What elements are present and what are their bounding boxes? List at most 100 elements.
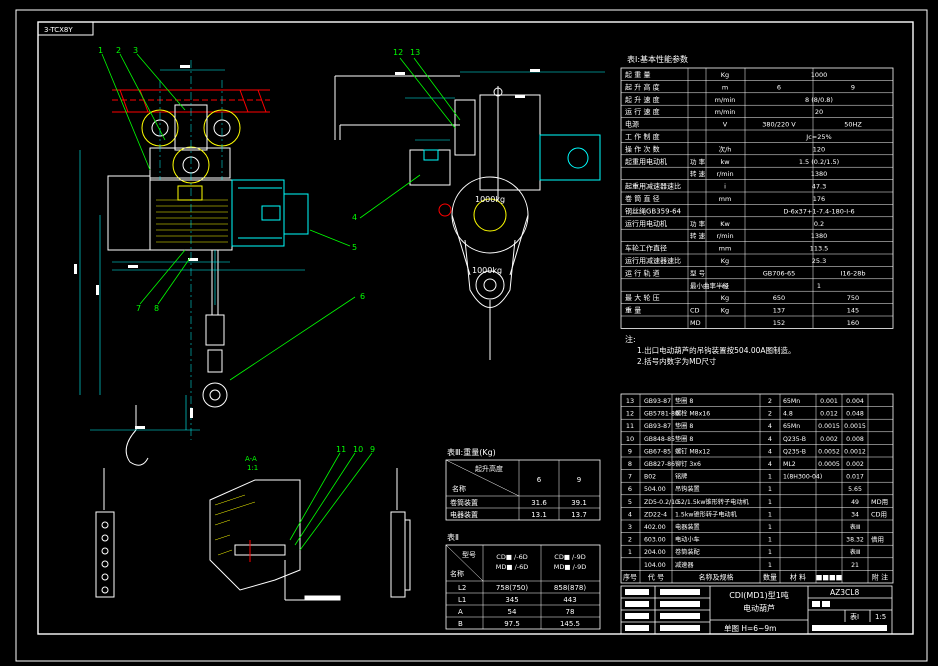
perf-row-value-2: Ⅰ16-28b: [841, 269, 866, 277]
callout-4: 4: [352, 213, 357, 222]
part-total-weight: 0.008: [846, 436, 864, 443]
perf-row-value: 47.3: [812, 183, 826, 191]
title-line-1: CDⅠ(MD1)型1吨: [729, 590, 789, 600]
dim-row-value: 443: [563, 596, 576, 604]
part-name: 螺栓 M8x16: [675, 410, 710, 418]
part-code: 402.00: [644, 524, 666, 531]
part-total-weight: 0.0012: [844, 448, 866, 455]
part-qty: 1: [768, 510, 772, 518]
dim-row-name: B: [458, 620, 463, 628]
part-unit-weight: 0.0005: [818, 461, 840, 468]
weight-row-value: 31.6: [531, 499, 547, 507]
perf-row-value: 176: [813, 195, 825, 203]
part-code: ZD22-4: [644, 511, 667, 518]
part-code: GB827-86: [644, 461, 675, 468]
part-name: 铆钉 3x6: [675, 460, 701, 468]
perf-row-name: 运 行 速 度: [625, 107, 660, 116]
parts-header-cell: ■■■■: [816, 573, 842, 581]
perf-row-value: 6: [777, 83, 781, 91]
parts-header-cell: 数量: [763, 572, 777, 581]
part-name: 垫圈 8: [675, 435, 693, 443]
part-unit-weight: 0.002: [820, 436, 838, 443]
perf-row-value-2: 750: [847, 294, 859, 302]
part-name: 卷筒装配: [675, 548, 700, 556]
part-name: 1.5kw锥形转子电动机: [675, 510, 738, 518]
parts-header-cell: 名称及规格: [699, 572, 734, 581]
part-qty: 1: [768, 498, 772, 506]
perf-row-unit: m: [722, 282, 728, 290]
weight-col-head: 9: [577, 476, 581, 484]
perf-row-value: 120: [813, 145, 825, 153]
title-line-2: 电动葫芦: [743, 603, 775, 613]
dim-table-title: 表Ⅱ: [447, 532, 459, 542]
perf-row-value: 1380: [811, 170, 828, 178]
part-name: 垫圈 8: [675, 397, 693, 405]
callout-12: 12: [393, 48, 403, 57]
dim-row-name: L1: [458, 596, 466, 604]
perf-row-sub: MD: [690, 319, 701, 327]
perf-row-unit: m: [722, 83, 728, 91]
perf-row-name: 起 升 高 度: [625, 82, 660, 91]
part-name: 0.2/1.5kw锥形转子电动机: [675, 498, 750, 506]
part-no: 6: [628, 485, 632, 493]
pendant-side: [390, 468, 411, 598]
dim-header-left: 名称: [450, 569, 464, 578]
perf-row-unit: mm: [719, 245, 732, 253]
callout-7: 7: [136, 304, 141, 313]
part-qty: 4: [768, 447, 772, 455]
perf-row-value: 380/220 V: [762, 121, 796, 129]
section-scale: 1:1: [247, 464, 258, 472]
perf-row-unit: r/min: [716, 170, 733, 178]
title-line-3: 单图 H=6~9m: [724, 623, 776, 633]
part-material: 1(8H300-04): [783, 474, 822, 481]
part-side-note: CD用: [871, 510, 887, 518]
perf-row-unit: mm: [719, 195, 732, 203]
part-name: 垫圈 8: [675, 422, 693, 430]
part-no: 1: [628, 548, 632, 556]
part-total-weight: 49: [851, 499, 859, 506]
callout-5: 5: [352, 243, 357, 252]
perf-row-unit: Kg: [721, 71, 729, 79]
part-code: 204.00: [644, 549, 666, 556]
parts-header-cell: 序号: [623, 572, 637, 581]
section-a-a: [209, 479, 341, 601]
part-code: GB67-85: [644, 448, 671, 455]
weight-row-value: 13.7: [571, 511, 587, 519]
corner-code: 3-TCX8Y: [44, 26, 73, 34]
part-total-weight: 0.004: [846, 398, 864, 405]
part-qty: 1: [768, 561, 772, 569]
part-material: 65Mn: [783, 398, 800, 405]
weight-row-name: 电器装置: [450, 510, 478, 519]
perf-row-value-2: 160: [847, 319, 859, 327]
callout-2: 2: [116, 46, 121, 55]
part-name: 减速器: [675, 561, 694, 569]
perf-row-name: 起 重 量: [625, 71, 650, 79]
weight-header-left: 名称: [452, 484, 466, 493]
section-label: A-A: [245, 455, 257, 463]
callout-9: 9: [370, 445, 375, 454]
pendant-control: [95, 468, 115, 598]
part-total-weight: 表Ⅲ: [850, 548, 860, 556]
dim-row-value: 858(878): [554, 584, 586, 592]
perf-row-value: 0.2: [814, 220, 824, 228]
perf-row-name: 操 作 次 数: [625, 144, 660, 153]
dim-row-name: A: [458, 608, 463, 616]
perf-row-name: 钢丝绳GB359-64: [625, 206, 682, 215]
part-total-weight: 0.017: [846, 474, 864, 481]
perf-row-sub: 转 速: [690, 169, 706, 178]
dim-row-value: 758(750): [496, 584, 528, 592]
perf-row-name: 车轮工作直径: [625, 244, 667, 253]
part-code: 104.00: [644, 562, 666, 569]
perf-row-value: 113.5: [810, 245, 829, 253]
part-no: 7: [628, 473, 632, 481]
weight-row-value: 13.1: [531, 511, 547, 519]
part-no: 2: [628, 536, 632, 544]
perf-row-sub: 功 率: [690, 157, 706, 166]
part-code: GB93-87: [644, 423, 671, 430]
load-mark-upper: 1000kg: [475, 195, 505, 204]
